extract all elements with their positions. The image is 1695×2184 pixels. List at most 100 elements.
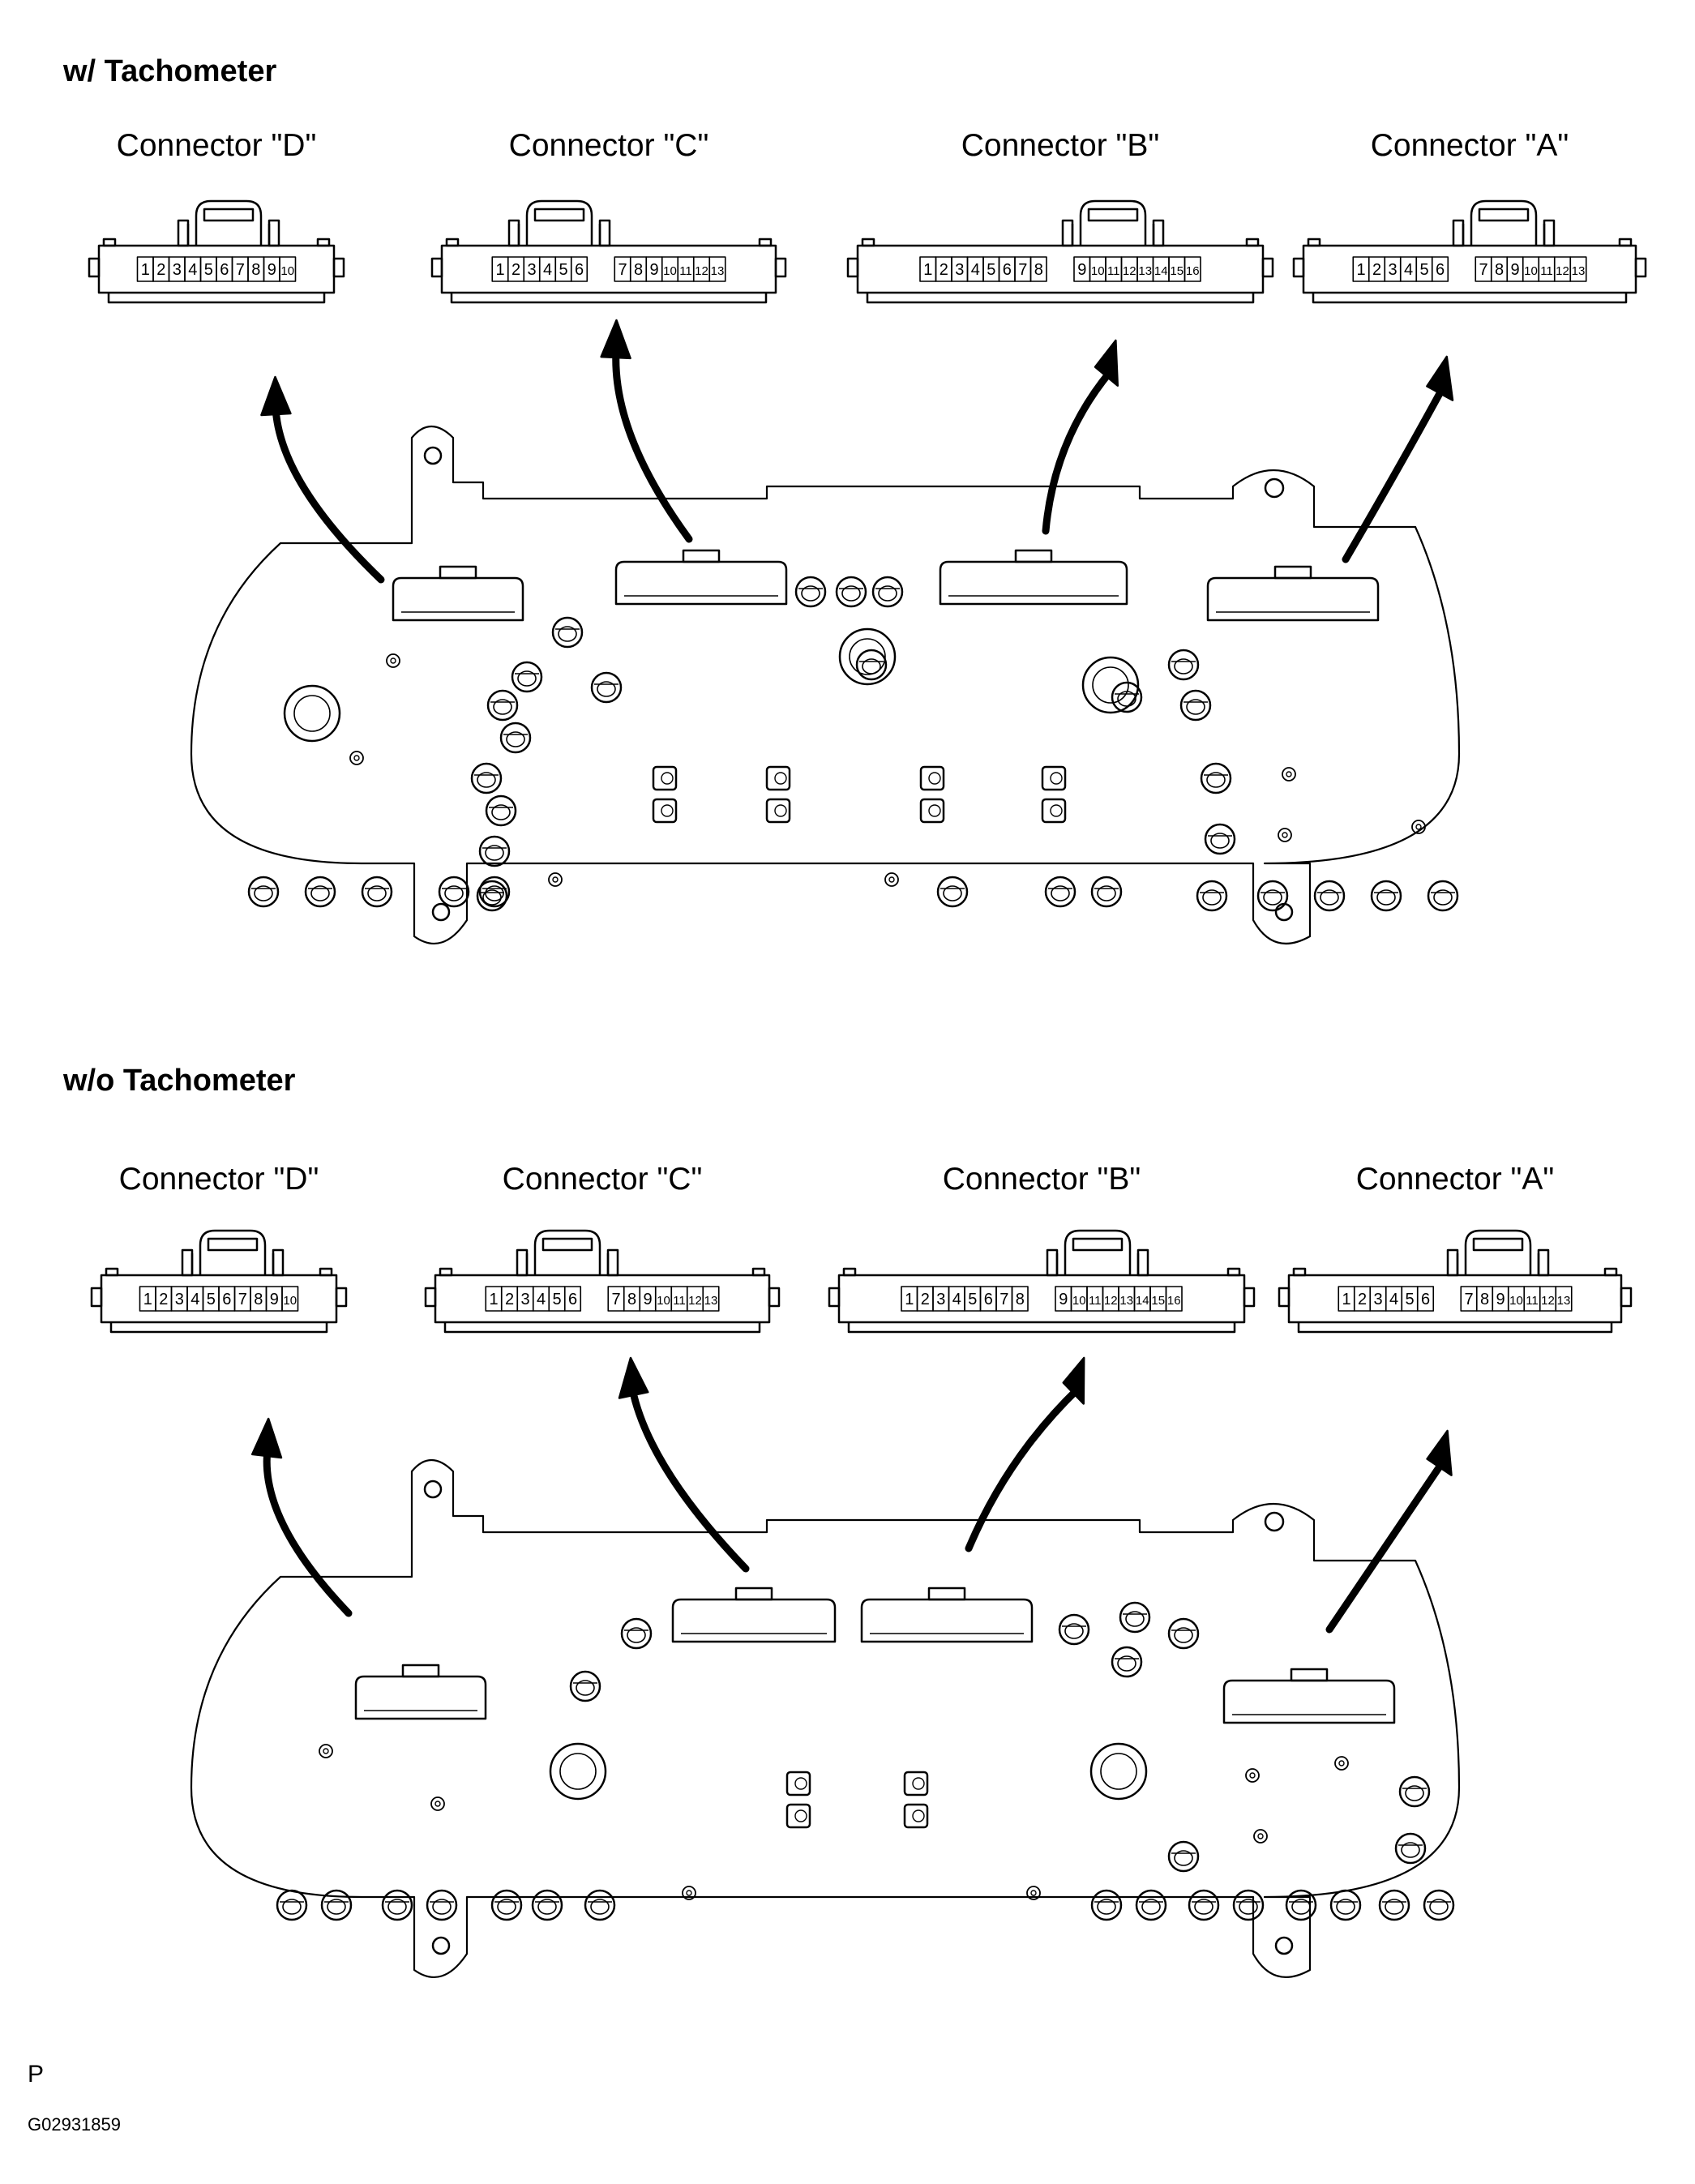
socket-ring bbox=[1232, 1889, 1265, 1921]
screw bbox=[548, 872, 563, 887]
socket-inner bbox=[1202, 889, 1222, 906]
pin-number: 13 bbox=[1119, 1294, 1133, 1308]
pin-number: 12 bbox=[1556, 264, 1569, 278]
socket-inner bbox=[1174, 658, 1193, 674]
pin-number: 2 bbox=[159, 1291, 168, 1308]
connector-ear bbox=[430, 257, 443, 278]
pin-number: 9 bbox=[1077, 261, 1086, 279]
socket-ring bbox=[1179, 689, 1212, 722]
connector-pin: 4 bbox=[532, 1286, 550, 1312]
socket-inner bbox=[477, 772, 496, 788]
pin-number: 2 bbox=[511, 261, 520, 279]
socket-ring bbox=[1370, 880, 1402, 912]
connector-pin: 3 bbox=[1384, 256, 1402, 282]
pin-number: 5 bbox=[987, 261, 995, 279]
pin-number: 7 bbox=[1479, 261, 1487, 279]
socket-ring bbox=[1058, 1613, 1090, 1646]
connector-pin: 1 bbox=[136, 256, 154, 282]
connector-nub bbox=[751, 1267, 766, 1277]
board-connector-latch bbox=[1273, 565, 1312, 580]
connector-ear bbox=[90, 1287, 103, 1308]
screw bbox=[1278, 828, 1292, 842]
pad-dot bbox=[912, 1777, 925, 1790]
screw bbox=[1026, 1886, 1041, 1900]
bulb-socket bbox=[1196, 880, 1228, 912]
arrow bbox=[1325, 1429, 1453, 1634]
latch-guide bbox=[1046, 1248, 1059, 1277]
socket-ring bbox=[1285, 1889, 1317, 1921]
connector-pin: 10 bbox=[654, 1286, 673, 1312]
bulb-socket bbox=[276, 1889, 308, 1921]
pin-number: 11 bbox=[679, 264, 692, 278]
connector-label: Connector "A" bbox=[1371, 128, 1569, 163]
gauge-ring bbox=[838, 627, 897, 686]
screw bbox=[1334, 1756, 1349, 1771]
connector-label: Connector "B" bbox=[943, 1162, 1141, 1197]
screw bbox=[319, 1744, 333, 1758]
mount-hole bbox=[423, 1480, 443, 1499]
screw-head bbox=[1411, 820, 1426, 834]
connector-nub bbox=[861, 238, 875, 247]
pin-number: 3 bbox=[527, 261, 536, 279]
bulb-socket bbox=[835, 576, 867, 608]
connector-pin: 6 bbox=[1416, 1286, 1435, 1312]
indicator-pad bbox=[903, 1803, 929, 1829]
bulb-socket bbox=[304, 876, 336, 908]
arrow-shaft bbox=[612, 347, 693, 543]
board-connector-body bbox=[614, 560, 788, 606]
screw-slot bbox=[323, 1748, 329, 1754]
latch-guide bbox=[268, 219, 280, 247]
screw-slot bbox=[1338, 1760, 1345, 1766]
socket-inner bbox=[1376, 889, 1396, 906]
socket-inner bbox=[1429, 1899, 1449, 1915]
screw bbox=[884, 872, 899, 887]
bulb-socket bbox=[1135, 1889, 1167, 1921]
socket-ring bbox=[511, 661, 543, 693]
bulb-socket bbox=[361, 876, 393, 908]
gauge-socket bbox=[838, 627, 897, 686]
connector-nub bbox=[758, 238, 773, 247]
pin-number: 16 bbox=[1167, 1294, 1181, 1308]
arrow-shaft bbox=[1042, 367, 1115, 535]
pin-number: 7 bbox=[236, 261, 245, 279]
socket-ring bbox=[936, 876, 969, 908]
indicator-pad bbox=[765, 798, 791, 824]
socket-inner bbox=[597, 681, 616, 697]
socket-ring bbox=[476, 880, 508, 912]
board-connector bbox=[354, 1664, 487, 1720]
bulb-socket bbox=[381, 1889, 413, 1921]
pin-number: 11 bbox=[1526, 1294, 1539, 1308]
pad-dot bbox=[794, 1777, 807, 1790]
connector-skirt bbox=[107, 293, 326, 304]
socket-ring bbox=[531, 1889, 563, 1921]
board-connector-latch bbox=[401, 1664, 440, 1678]
arrow-shaft bbox=[965, 1385, 1082, 1552]
connector-nub bbox=[319, 1267, 333, 1277]
pin-cell bbox=[279, 256, 297, 282]
pin-number: 2 bbox=[921, 1291, 930, 1308]
gauge-socket bbox=[1081, 656, 1140, 714]
board-outline bbox=[190, 426, 1461, 944]
connector-nub bbox=[842, 1267, 857, 1277]
socket-ring bbox=[1196, 880, 1228, 912]
connector-pin: 8 bbox=[629, 256, 648, 282]
pin-number: 15 bbox=[1151, 1294, 1165, 1308]
connector-pin: 7 bbox=[1475, 256, 1492, 282]
connector-pin: 11 bbox=[677, 256, 695, 282]
arrow bbox=[600, 319, 693, 543]
latch-guide bbox=[1537, 1248, 1550, 1277]
bulb-socket bbox=[1232, 1889, 1265, 1921]
pin-number: 5 bbox=[968, 1291, 977, 1308]
gauge-inner bbox=[849, 638, 886, 675]
socket-inner bbox=[444, 885, 464, 901]
socket-inner bbox=[590, 1899, 610, 1915]
latch-guide bbox=[1061, 219, 1074, 247]
socket-inner bbox=[878, 585, 897, 602]
pin-number: 4 bbox=[190, 1291, 199, 1308]
connector-pin: 7 bbox=[614, 256, 631, 282]
connector-pin: 5 bbox=[1415, 256, 1433, 282]
socket-ring bbox=[1167, 649, 1200, 681]
connector-pin: 5 bbox=[202, 1286, 220, 1312]
connector-pin: 11 bbox=[1105, 256, 1123, 282]
